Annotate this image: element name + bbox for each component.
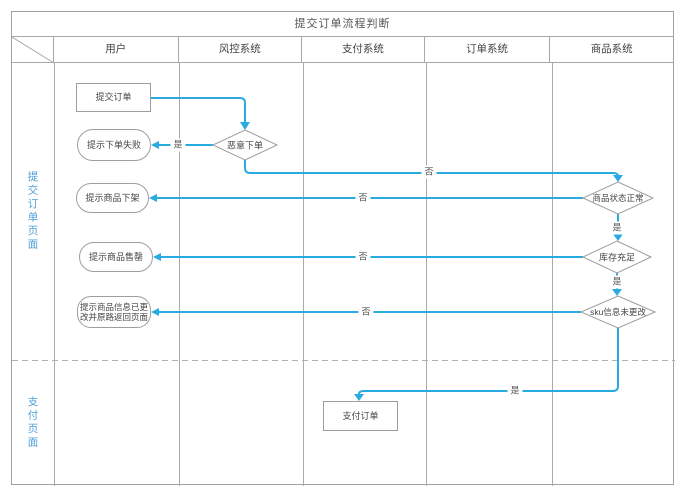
row-region-pay-page: 支付页面	[12, 360, 54, 486]
row-label-submit-order-page: 提交订单页面	[26, 171, 39, 252]
connector-submit-to-malicious	[151, 97, 246, 123]
edge-label-yes-sku: 是	[507, 384, 523, 398]
arrowhead-down-malicious	[240, 122, 250, 130]
edge-label-no-status: 否	[355, 191, 371, 205]
edge-label-no-malicious: 否	[421, 165, 437, 179]
diamond-label-product-status: 商品状态正常	[592, 193, 644, 203]
lane-header-payment-system: 支付系统	[302, 37, 425, 62]
arrowhead-left-fail	[151, 141, 159, 149]
arrowhead-down-sku	[612, 289, 622, 296]
decision-diamonds	[211, 129, 657, 329]
lane-grid-lines	[54, 63, 553, 486]
diamond-label-stock: 库存充足	[598, 252, 636, 263]
lane-header-order-system: 订单系统	[425, 37, 551, 62]
corner-diagonal	[12, 36, 55, 64]
edge-label-yes-stock: 是	[609, 275, 625, 289]
node-submit-order: 提交订单	[76, 83, 151, 112]
arrowhead-left-offline	[149, 194, 157, 202]
diamond-label-malicious-order: 恶意下单	[226, 140, 264, 151]
swimlane-header-row: 用户 风控系统 支付系统 订单系统 商品系统	[12, 37, 673, 63]
edge-label-yes-malicious: 是	[170, 138, 186, 152]
diamond-stock	[581, 240, 653, 274]
connector-sku-yes-pay	[358, 328, 619, 395]
node-pay-order: 支付订单	[323, 401, 398, 431]
arrowhead-down-pay	[354, 394, 364, 401]
diamond-sku	[579, 295, 657, 329]
diamond-label-sku: sku信息未更改	[590, 307, 646, 317]
arrowhead-down-stock	[613, 234, 623, 241]
edge-label-no-stock: 否	[355, 250, 371, 264]
edge-label-yes-status: 是	[609, 221, 625, 235]
row-region-submit-page: 提交订单页面	[12, 63, 54, 360]
flowchart-frame: 提交订单流程判断 用户 风控系统 支付系统 订单系统 商品系统	[11, 11, 675, 486]
diamond-product-status	[581, 181, 655, 215]
edge-label-no-sku: 否	[358, 305, 374, 319]
node-order-fail: 提示下单失败	[77, 129, 151, 161]
connector-malicious-no-status	[244, 160, 619, 177]
arrowhead-left-soldout	[153, 253, 161, 261]
diamond-malicious-order	[211, 129, 279, 161]
node-info-changed: 提示商品信息已更改并原路返回页面	[77, 296, 151, 328]
lane-header-user: 用户	[54, 37, 179, 62]
lane-header-risk-system: 风控系统	[179, 37, 303, 62]
arrowhead-down-status	[613, 175, 623, 182]
node-product-offline: 提示商品下架	[76, 183, 149, 213]
corner-cell	[12, 37, 54, 62]
row-label-pay-page: 支付页面	[26, 396, 39, 450]
diagram-title: 提交订单流程判断	[12, 12, 673, 37]
arrowheads	[149, 122, 623, 401]
arrowhead-left-changed	[151, 308, 159, 316]
node-sold-out: 提示商品售罄	[79, 242, 153, 272]
lane-header-product-system: 商品系统	[590, 43, 633, 55]
